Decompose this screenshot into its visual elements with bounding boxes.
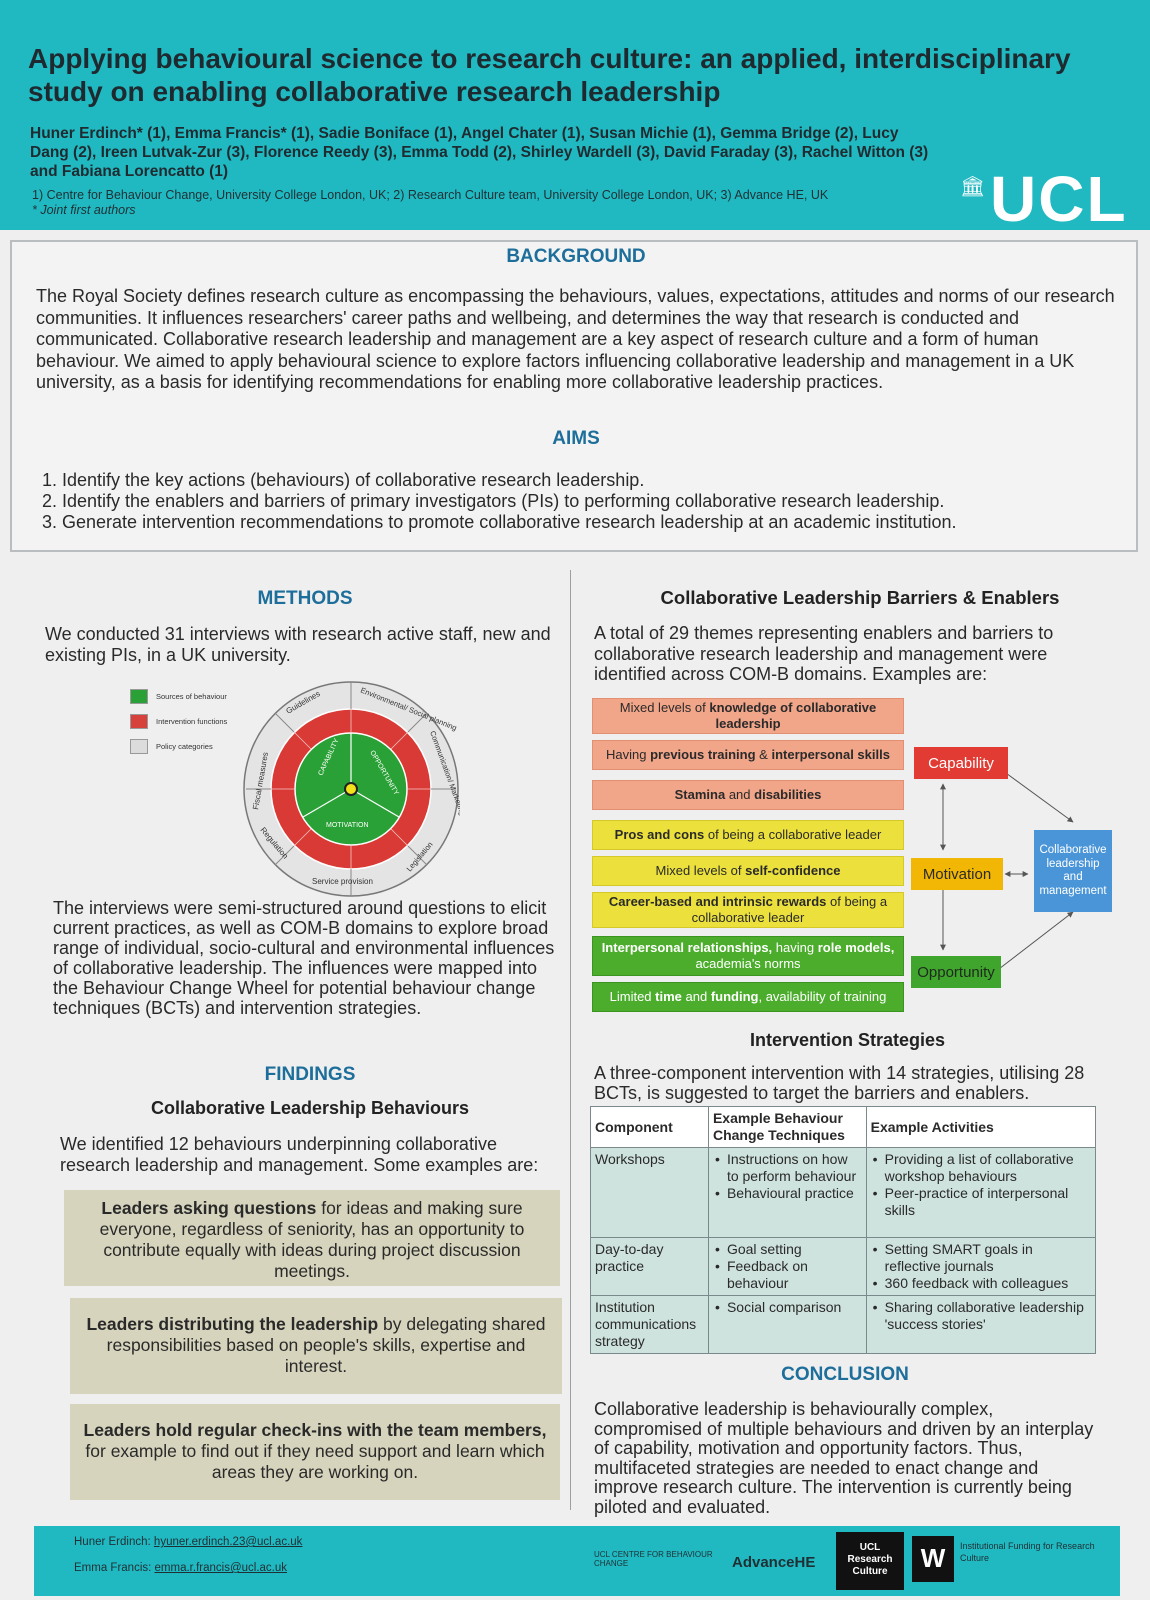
- background-aims-panel: BACKGROUND The Royal Society defines res…: [10, 240, 1138, 552]
- legend-swatch: [130, 739, 148, 754]
- table-header: Example Activities: [865, 1106, 1097, 1148]
- behaviours-subheading: Collaborative Leadership Behaviours: [150, 1098, 470, 1118]
- email-link[interactable]: emma.r.francis@ucl.ac.uk: [154, 1562, 287, 1574]
- opportunity-box: Opportunity: [911, 956, 1001, 988]
- ucl-research-culture-logo: UCL Research Culture: [836, 1532, 904, 1590]
- motivation-box: Motivation: [911, 858, 1003, 890]
- conclusion-heading: CONCLUSION: [781, 1364, 909, 1385]
- enabler-barrier-box: Interpersonal relationships, having role…: [592, 936, 904, 976]
- table-cell-activities: Setting SMART goals in reflective journa…: [865, 1237, 1097, 1296]
- aims-heading: AIMS: [552, 428, 600, 449]
- table-header: Component: [590, 1106, 709, 1148]
- enabler-barrier-box: Mixed levels of self-confidence: [592, 856, 904, 886]
- behaviour-box-comb: Collaborative leadership and management: [1034, 830, 1112, 912]
- table-cell-component: Workshops: [590, 1147, 709, 1238]
- author-list: Huner Erdinch* (1), Emma Francis* (1), S…: [30, 125, 929, 180]
- header-banner: Applying behavioural science to research…: [0, 0, 1150, 235]
- methods-intro: We conducted 31 interviews with research…: [45, 624, 551, 665]
- aim-item: 1. Identify the key actions (behaviours)…: [42, 470, 645, 490]
- behaviour-title: Leaders distributing the leadership: [86, 1314, 379, 1334]
- funding-note: Institutional Funding for Research Cultu…: [960, 1541, 1095, 1563]
- legend-item: Policy categories: [130, 734, 250, 759]
- findings-heading: FINDINGS: [264, 1064, 356, 1085]
- table-cell-component: Institution communications strategy: [590, 1295, 709, 1354]
- enabler-barrier-box: Pros and cons of being a collaborative l…: [592, 820, 904, 850]
- intervention-heading: Intervention Strategies: [749, 1030, 946, 1050]
- wheel-motivation-label: MOTIVATION: [326, 822, 369, 829]
- barriers-intro: A total of 29 themes representing enable…: [594, 623, 1054, 684]
- joint-author-note: * Joint first authors: [32, 203, 136, 217]
- findings-intro: We identified 12 behaviours underpinning…: [60, 1134, 539, 1175]
- table-cell-bcts: Social comparison: [707, 1295, 867, 1354]
- poster-title: Applying behavioural science to research…: [28, 43, 1071, 107]
- table-cell-bcts: Instructions on how to perform behaviour…: [707, 1147, 867, 1238]
- table-header-row: Component Example Behaviour Change Techn…: [590, 1106, 1097, 1148]
- behaviour-title: Leaders hold regular check-ins with the …: [83, 1420, 547, 1440]
- portico-icon: 🏛: [960, 176, 986, 198]
- comb-arrows: [940, 764, 1074, 973]
- cbc-logo: UCL CENTRE FOR BEHAVIOUR CHANGE: [594, 1550, 713, 1568]
- legend-swatch: [130, 689, 148, 704]
- background-heading: BACKGROUND: [506, 246, 646, 267]
- legend-swatch: [130, 714, 148, 729]
- behaviour-desc: for example to find out if they need sup…: [85, 1441, 545, 1482]
- legend-item: Sources of behaviour: [130, 684, 250, 709]
- enabler-barrier-box: Mixed levels of knowledge of collaborati…: [592, 698, 904, 734]
- methods-details: The interviews were semi-structured arou…: [53, 898, 555, 1018]
- ucl-logo-text: UCL: [990, 163, 1128, 235]
- conclusion-text: Collaborative leadership is behaviourall…: [594, 1399, 1094, 1517]
- contact-2: Emma Francis: emma.r.francis@ucl.ac.uk: [74, 1562, 287, 1574]
- behaviour-desc: by delegating shared responsibilities ba…: [106, 1314, 546, 1376]
- advancehe-logo: AdvanceHE: [732, 1554, 816, 1571]
- behaviour-box: Leaders hold regular check-ins with the …: [70, 1404, 560, 1500]
- table-cell-bcts: Goal settingFeedback on behaviour: [707, 1237, 867, 1296]
- table-cell-activities: Sharing collaborative leadership 'succes…: [865, 1295, 1097, 1354]
- contact-1: Huner Erdinch: hyuner.erdinch.23@ucl.ac.…: [74, 1536, 303, 1548]
- enabler-barrier-box: Career-based and intrinsic rewards of be…: [592, 892, 904, 928]
- barriers-heading: Collaborative Leadership Barriers & Enab…: [660, 587, 1060, 608]
- column-divider: [570, 570, 571, 1510]
- enabler-barrier-box: Stamina and disabilities: [592, 780, 904, 810]
- wellcome-logo: W: [912, 1536, 954, 1582]
- email-link[interactable]: hyuner.erdinch.23@ucl.ac.uk: [153, 1536, 303, 1548]
- table-cell-activities: Providing a list of collaborative worksh…: [865, 1147, 1097, 1238]
- affiliation-text: 1) Centre for Behaviour Change, Universi…: [32, 188, 829, 202]
- enabler-barrier-box: Limited time and funding, availability o…: [592, 982, 904, 1012]
- enabler-barrier-box: Having previous training & interpersonal…: [592, 740, 904, 770]
- affiliations: 1) Centre for Behaviour Change, Universi…: [32, 188, 932, 218]
- behaviour-title: Leaders asking questions: [101, 1198, 317, 1218]
- footer-banner: Huner Erdinch: hyuner.erdinch.23@ucl.ac.…: [34, 1526, 1120, 1596]
- capability-box: Capability: [914, 747, 1008, 779]
- behaviour-box: Leaders distributing the leadership by d…: [70, 1298, 562, 1394]
- wheel-service-provision-label: Service provision: [312, 877, 373, 886]
- table-row: Institution communications strategy Soci…: [590, 1295, 1097, 1354]
- table-row: Workshops Instructions on how to perform…: [590, 1147, 1097, 1238]
- wheel-legend: Sources of behaviour Intervention functi…: [130, 684, 250, 759]
- intervention-table: Component Example Behaviour Change Techn…: [590, 1106, 1097, 1354]
- intervention-intro: A three-component intervention with 14 s…: [594, 1063, 1085, 1103]
- aim-item: 2. Identify the enablers and barriers of…: [42, 491, 945, 511]
- background-text: The Royal Society defines research cultu…: [36, 286, 1115, 392]
- aim-item: 3. Generate intervention recommendations…: [42, 512, 957, 532]
- behaviour-box: Leaders asking questions for ideas and m…: [64, 1190, 560, 1286]
- aims-list: 1. Identify the key actions (behaviours)…: [42, 470, 1102, 533]
- methods-heading: METHODS: [257, 588, 353, 609]
- table-cell-component: Day-to-day practice: [590, 1237, 709, 1296]
- ucl-logo: 🏛 UCL: [960, 163, 1150, 235]
- behaviour-change-wheel: CAPABILITY OPPORTUNITY MOTIVATION Guidel…: [243, 681, 460, 897]
- legend-item: Intervention functions: [130, 709, 250, 734]
- table-header: Example Behaviour Change Techniques: [707, 1106, 867, 1148]
- behaviour-desc: for ideas and making sure everyone, rega…: [99, 1198, 525, 1281]
- table-row: Day-to-day practice Goal settingFeedback…: [590, 1237, 1097, 1296]
